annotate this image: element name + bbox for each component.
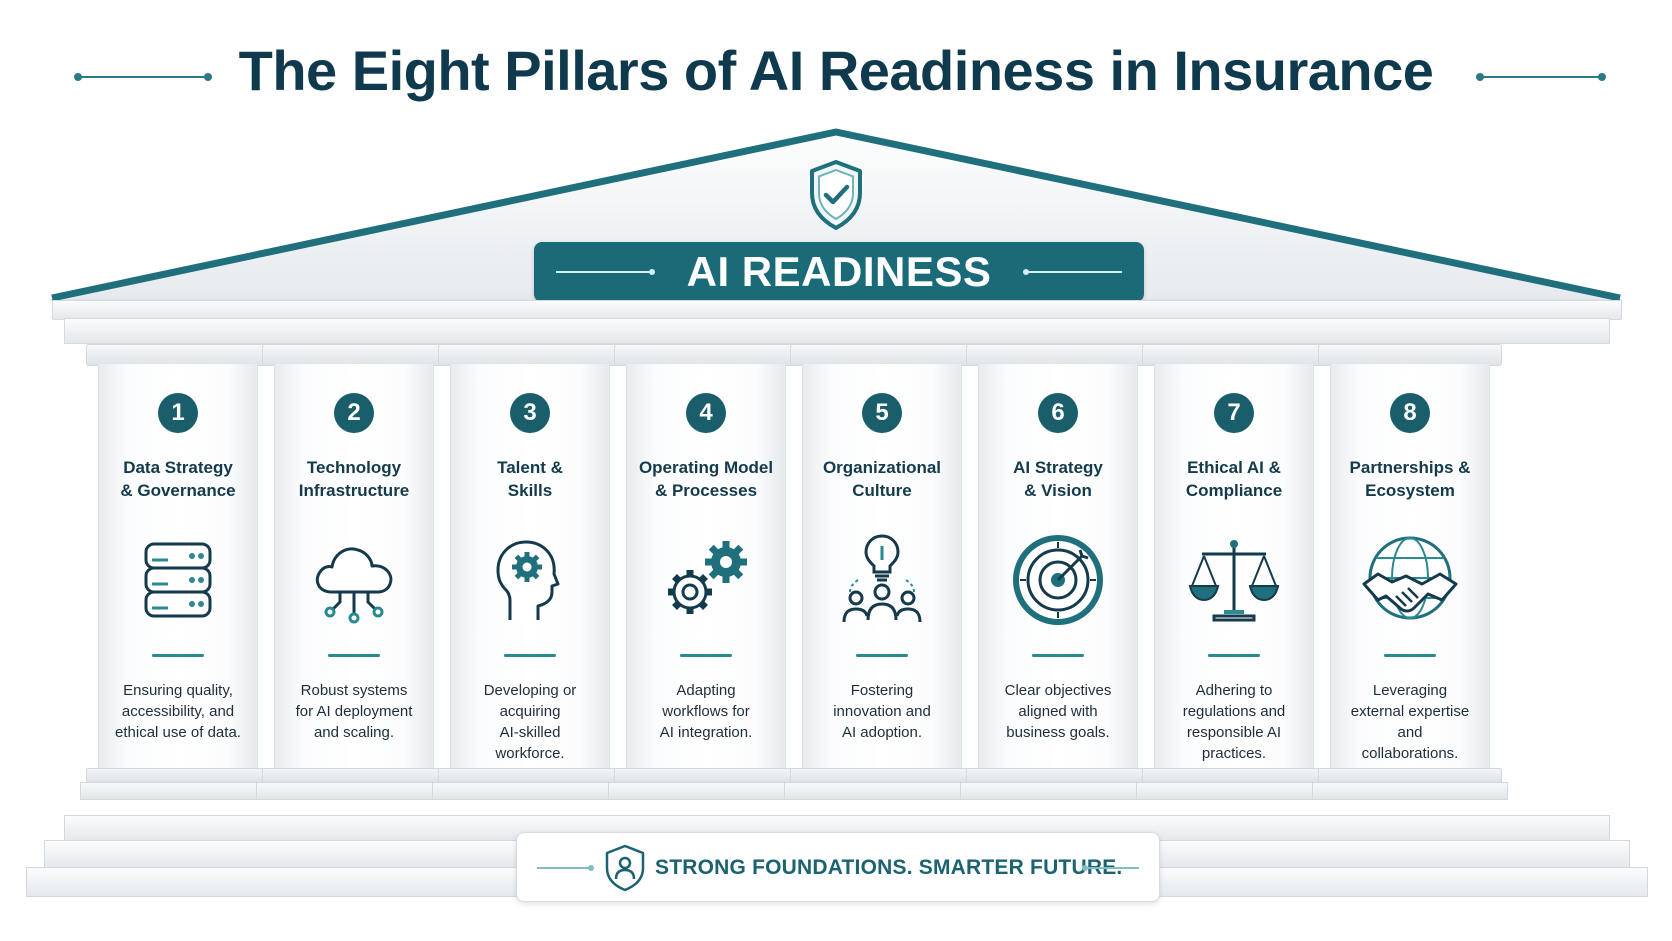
pillar-description: Adhering to regulations and responsible … <box>1182 682 1286 762</box>
pillar-2: 2 Technology Infrastructure Robust syste… <box>256 344 452 800</box>
pillar-divider <box>504 654 556 657</box>
pillar-title: Partnerships & Ecosystem <box>1349 458 1471 500</box>
pillar-plinth <box>256 782 452 800</box>
pillar-capital <box>614 344 798 366</box>
pillar-description: Developing or acquiring AI-skilled workf… <box>483 682 577 762</box>
target-icon <box>1013 535 1103 625</box>
banner-rule-left <box>537 865 594 871</box>
pillar-capital <box>262 344 446 366</box>
pillar-capital <box>1318 344 1502 366</box>
pillar-6: 6 AI Strategy & Vision Clear objectives … <box>960 344 1156 800</box>
pillar-title: AI Strategy & Vision <box>1013 458 1103 500</box>
pillar-description: Leveraging external expertise and collab… <box>1350 682 1470 762</box>
pillar-number: 5 <box>862 393 902 433</box>
title-rule-right <box>1476 73 1606 81</box>
pillar-plinth <box>1312 782 1508 800</box>
pillar-title: Ethical AI & Compliance <box>1185 458 1283 500</box>
gears-icon <box>668 541 747 614</box>
pillar-number: 8 <box>1390 393 1430 433</box>
ai-readiness-badge: AI READINESS <box>534 242 1144 302</box>
pillar-divider <box>328 654 380 657</box>
pillar-title: Data Strategy & Governance <box>120 458 236 500</box>
globe-handshake-icon <box>1362 536 1458 620</box>
badge-label: AI READINESS <box>686 248 992 295</box>
entablature-top <box>52 300 1622 320</box>
pillar-number: 6 <box>1038 393 1078 433</box>
pillar-capital <box>966 344 1150 366</box>
pillar-title: Talent & Skills <box>497 458 563 500</box>
pillar-5: 5 Organizational Culture Fostering innov… <box>784 344 980 800</box>
pillar-divider <box>152 654 204 657</box>
pillar-plinth <box>960 782 1156 800</box>
pillar-description: Ensuring quality, accessibility, and eth… <box>115 682 241 741</box>
pillar-number: 7 <box>1214 393 1254 433</box>
pillar-divider <box>680 654 732 657</box>
pillar-1: 1 Data Strategy & Governance Ensuring qu… <box>80 344 276 800</box>
pillar-capital <box>86 344 270 366</box>
pillar-title: Organizational Culture <box>822 458 942 500</box>
pillar-capital <box>438 344 622 366</box>
lightbulb-team-icon <box>842 534 922 623</box>
pillar-title: Operating Model & Processes <box>638 458 774 500</box>
badge-rule-left <box>556 269 655 275</box>
title-row: The Eight Pillars of AI Readiness in Ins… <box>0 36 1672 106</box>
page-title: The Eight Pillars of AI Readiness in Ins… <box>238 39 1434 102</box>
pillar-description: Adapting workflows for AI integration. <box>659 682 753 741</box>
pillar-plinth <box>784 782 980 800</box>
pillar-divider <box>1032 654 1084 657</box>
pillar-4: 4 Operating Model & Processes Adapting w… <box>608 344 804 800</box>
pillar-capital <box>1142 344 1326 366</box>
pillar-plinth <box>608 782 804 800</box>
database-icon <box>144 542 212 618</box>
pillar-capital <box>790 344 974 366</box>
cloud-network-icon <box>315 547 393 624</box>
pillar-divider <box>1208 654 1260 657</box>
scales-icon <box>1188 540 1280 622</box>
pillar-number: 3 <box>510 393 550 433</box>
head-gear-icon <box>496 540 560 620</box>
pillar-title: Technology Infrastructure <box>298 458 410 500</box>
shield-person-icon <box>605 844 645 892</box>
pillar-plinth <box>432 782 628 800</box>
pillar-divider <box>856 654 908 657</box>
pillar-plinth <box>1136 782 1332 800</box>
pillar-3: 3 Talent & Skills Developing or acquirin… <box>432 344 628 800</box>
pillar-number: 4 <box>686 393 726 433</box>
foundation-banner: STRONG FOUNDATIONS. SMARTER FUTURE. <box>516 832 1160 902</box>
pillar-divider <box>1384 654 1436 657</box>
pillar-description: Robust systems for AI deployment and sca… <box>295 682 413 741</box>
pillar-number: 1 <box>158 393 198 433</box>
pillar-description: Fostering innovation and AI adoption. <box>833 682 931 741</box>
pillar-8: 8 Partnerships & Ecosystem Leveraging ex… <box>1312 344 1508 800</box>
banner-rule-right <box>1082 865 1139 871</box>
title-rule-left <box>74 73 212 81</box>
foundation-label: STRONG FOUNDATIONS. SMARTER FUTURE. <box>655 856 1123 879</box>
shield-check-icon <box>810 160 862 230</box>
pillar-number: 2 <box>334 393 374 433</box>
entablature-bottom <box>64 318 1610 344</box>
pillar-plinth <box>80 782 276 800</box>
badge-rule-right <box>1023 269 1122 275</box>
pillar-7: 7 Ethical AI & Compliance Adhering to re… <box>1136 344 1332 800</box>
pillar-description: Clear objectives aligned with business g… <box>1004 682 1112 741</box>
